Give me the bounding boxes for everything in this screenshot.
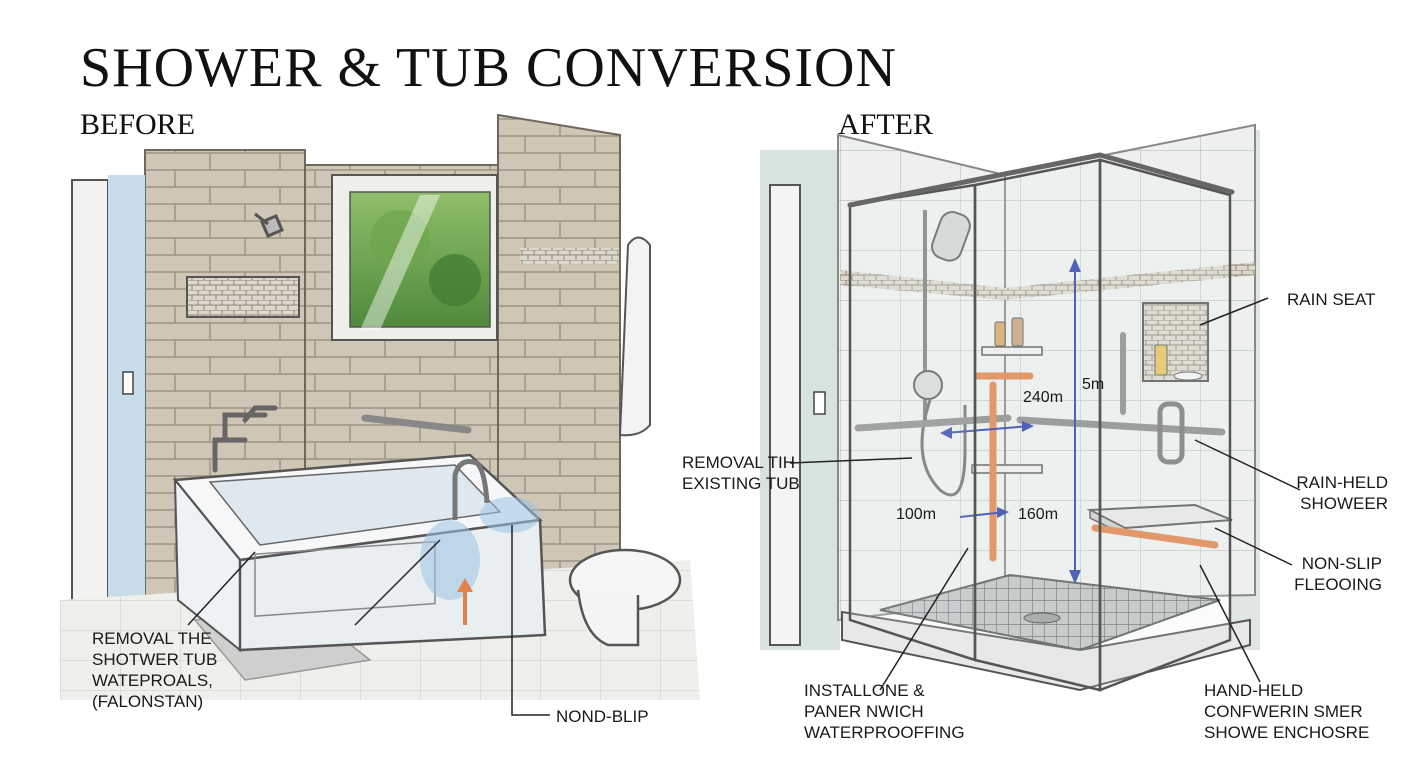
spout-icon — [452, 459, 490, 520]
shower-hose — [920, 399, 967, 497]
tree-leaves-icon — [370, 210, 430, 270]
light-switch-icon — [813, 391, 826, 415]
shower-head-icon — [931, 211, 971, 262]
soap-bottle-icon — [1154, 344, 1168, 376]
after-accent-band — [1005, 262, 1255, 300]
after-grab-bar — [854, 414, 1012, 432]
callout-line: WATERPROOFFING — [804, 723, 965, 742]
soap-bottle-icon — [1011, 317, 1024, 347]
corner-shelf — [971, 464, 1043, 474]
callout-line: INSTALLONE & — [804, 681, 925, 700]
light-switch-icon — [122, 371, 134, 395]
callout-line: RAIN SEAT — [1287, 290, 1376, 309]
callout-line: WATEPROALS, — [92, 671, 213, 690]
before-orange-arrowhead — [457, 578, 473, 592]
orange-grab-bar — [1091, 524, 1219, 549]
callout-line: SHOWE ENCHOSRE — [1204, 723, 1370, 742]
after-scene — [760, 123, 1301, 692]
glass-enclosure-left — [848, 183, 977, 662]
dimension-arrow — [944, 425, 1031, 434]
tree-leaves-icon — [429, 254, 481, 306]
callout-line: PANER NWICH — [804, 702, 924, 721]
after-niche — [1142, 302, 1209, 382]
after-leader-line — [1194, 439, 1301, 491]
callout-line: REMOVAL THE — [92, 629, 212, 648]
before-leader-line — [354, 539, 441, 626]
soap-dish-icon — [1173, 371, 1203, 381]
callout-line: SHOTWER TUB — [92, 650, 218, 669]
callout-non-slip-flooring: NON-SLIP FLEOOING — [1294, 553, 1382, 595]
dimension-label: 240m — [1023, 389, 1064, 406]
callout-remove-tub: REMOVAL THE SHOTWER TUB WATEPROALS, (FAL… — [92, 628, 217, 712]
soap-bottle-icon — [994, 321, 1006, 347]
callout-line: EXISTING TUB — [682, 474, 800, 493]
water-splash — [420, 520, 480, 600]
corner-shelf — [981, 346, 1043, 356]
before-accent-band — [520, 248, 618, 264]
after-heading: AFTER — [838, 108, 934, 141]
callout-rain-held-shower: RAIN-HELD SHOWEER — [1296, 472, 1388, 514]
page-title: SHOWER & TUB CONVERSION — [80, 37, 897, 99]
after-leader-line — [1199, 297, 1269, 326]
glass-top-rail — [847, 152, 1103, 208]
callout-remove-existing-tub: REMOVAL TIH EXISTING TUB — [682, 452, 800, 494]
shower-valve-icon — [913, 370, 943, 400]
callout-line: HAND-HELD — [1204, 681, 1304, 700]
sun-ray-icon — [360, 195, 440, 330]
water-splash — [480, 497, 540, 533]
callout-hand-held-enclosure: HAND-HELD CONFWERIN SMER SHOWE ENCHOSRE — [1204, 680, 1369, 743]
before-door-frame — [71, 179, 109, 601]
towel-icon — [618, 236, 651, 437]
callout-line: NON-SLIP — [1301, 554, 1382, 573]
before-heading: BEFORE — [80, 108, 196, 141]
glass-top-rail — [1097, 152, 1235, 195]
dimension-label: 5m — [1082, 376, 1105, 393]
callout-non-slip-before: NOND-BLIP — [556, 706, 649, 727]
after-shower-floor — [879, 573, 1221, 652]
after-leader-line — [789, 457, 913, 464]
callout-line: SHOWEER — [1300, 494, 1388, 513]
after-leader-line — [879, 547, 969, 691]
glass-enclosure-right — [1098, 158, 1232, 692]
dimension-arrowhead — [997, 507, 1009, 518]
glass-door-handle — [1157, 401, 1185, 465]
glass-enclosure-front — [973, 158, 1102, 692]
dimension-arrowhead — [940, 421, 1034, 439]
after-leader-line — [1199, 564, 1261, 683]
toilet-base — [576, 589, 640, 647]
callout-line: CONFWERIN SMER — [1204, 702, 1363, 721]
callout-line: (FALONSTAN) — [92, 692, 204, 711]
after-accent-band — [840, 270, 1005, 300]
before-niche — [186, 276, 300, 318]
before-grab-bar — [361, 414, 472, 434]
after-back-wall-right — [1004, 123, 1256, 602]
dimension-label: 160m — [1018, 506, 1059, 523]
after-door-frame — [769, 184, 801, 646]
callout-line: REMOVAL TIH — [682, 453, 796, 472]
before-leader-line — [187, 551, 256, 626]
tub-faucet-icon — [212, 405, 278, 473]
after-leader-line — [1214, 527, 1293, 566]
before-scene — [60, 113, 700, 716]
callout-rain-seat: RAIN SEAT — [1287, 289, 1375, 310]
before-leader-line — [511, 525, 550, 716]
drain-icon — [1023, 612, 1061, 624]
callout-line: RAIN-HELD — [1296, 473, 1388, 492]
callout-install-pan: INSTALLONE & PANER NWICH WATERPROOFFING — [804, 680, 965, 743]
after-grab-bar — [1016, 416, 1226, 436]
callout-line: FLEOOING — [1294, 575, 1382, 594]
callout-line: NOND-BLIP — [556, 707, 649, 726]
dimension-label: 100m — [896, 506, 937, 523]
shower-head-icon — [254, 212, 284, 238]
